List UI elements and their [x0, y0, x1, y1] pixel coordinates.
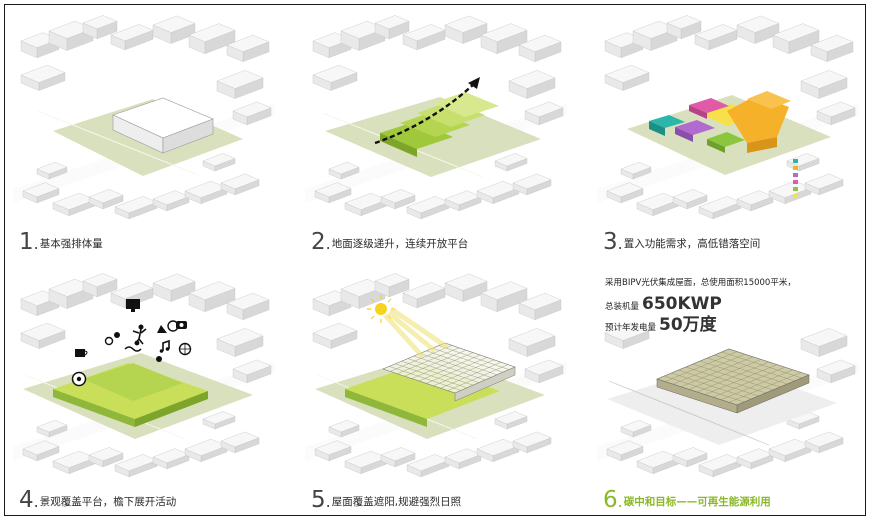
step-caption-3: 3 . 置入功能需求，高低错落空间: [603, 229, 761, 255]
diagram-frame: 1 . 基本强排体量 2 . 地面逐级递升，连续开放平台: [4, 4, 866, 516]
capacity-label: 总装机量: [605, 302, 640, 312]
step-caption-4: 4 . 景观覆盖平台，檐下展开活动: [19, 487, 177, 513]
sun-rays: [383, 306, 449, 359]
step-caption-text: 置入功能需求，高低错落空间: [623, 238, 761, 250]
step-caption-1: 1 . 基本强排体量: [19, 229, 103, 255]
cycling-icon: [104, 332, 120, 346]
music-note-icon: [159, 339, 170, 353]
shuttlecock-icon: [157, 325, 167, 333]
step-caption-text: 碳中和目标——可再生能源利用: [623, 496, 771, 508]
generation-row: 预计年发电量 50万度: [605, 315, 796, 335]
step-number: 3: [603, 229, 618, 255]
landscape-platform: [53, 363, 208, 427]
massing-scene-3: [597, 15, 859, 220]
step-caption-text: 景观覆盖平台，檐下展开活动: [39, 496, 177, 508]
pv-roof: [656, 348, 810, 414]
table-tennis-icon: [156, 356, 162, 362]
step-number: 1: [19, 229, 34, 255]
football-icon: [71, 371, 87, 387]
legend-item: [793, 157, 800, 164]
pv-note: 采用BIPV光伏集成屋面，总使用面积15000平米， 总装机量 650KWP 预…: [605, 277, 796, 335]
function-volumes: [649, 91, 791, 153]
step-caption-text: 地面逐级递升，连续开放平台: [331, 238, 469, 250]
pv-note-line: 采用BIPV光伏集成屋面，总使用面积15000平米，: [605, 278, 796, 288]
stepped-platform: [380, 92, 499, 157]
site-grid: [608, 380, 770, 446]
landscape-platform: [345, 363, 500, 427]
step-number: 4: [19, 487, 34, 513]
step-caption-6: 6 . 碳中和目标——可再生能源利用: [603, 487, 771, 513]
step-caption-text: 基本强排体量: [39, 238, 103, 250]
step-panel-5: 5 . 屋面覆盖遮阳,规避强烈日照: [305, 269, 567, 515]
legend-item: [793, 178, 800, 185]
step-panel-6: 采用BIPV光伏集成屋面，总使用面积15000平米， 总装机量 650KWP 预…: [597, 269, 859, 515]
site-grid: [37, 110, 199, 176]
generation-label: 预计年发电量: [605, 323, 657, 333]
step-caption-5: 5 . 屋面覆盖遮阳,规避强烈日照: [311, 487, 462, 513]
capacity-row: 总装机量 650KWP: [605, 294, 796, 314]
legend-item: [793, 171, 800, 178]
step-panel-3: 3 . 置入功能需求，高低错落空间: [597, 11, 859, 257]
step-panel-2: 2 . 地面逐级递升，连续开放平台: [305, 11, 567, 257]
sunshade-roof: [382, 342, 516, 402]
legend-item: [793, 192, 800, 199]
massing-scene-2: [305, 15, 567, 220]
step-caption-text: 屋面覆盖遮阳,规避强烈日照: [331, 496, 462, 508]
step-number: 5: [311, 487, 326, 513]
function-legend: [793, 157, 800, 199]
ascend-arrow: [374, 82, 476, 145]
step-caption-2: 2 . 地面逐级递升，连续开放平台: [311, 229, 469, 255]
camera-icon: [176, 321, 187, 329]
step-panel-4: 4 . 景观覆盖平台，檐下展开活动: [13, 269, 275, 515]
legend-item: [793, 185, 800, 192]
legend-item: [793, 164, 800, 171]
dance-icon: [132, 324, 147, 345]
generation-value: 50万度: [659, 315, 717, 335]
massing-scene-6: [597, 322, 859, 478]
arrow-head-icon: [468, 77, 480, 89]
coffee-icon: [75, 349, 88, 357]
step-number: 6: [603, 487, 618, 513]
massing-scene-4: [13, 273, 275, 478]
step-number: 2: [311, 229, 326, 255]
swimming-icon: [124, 340, 142, 352]
step-panel-1: 1 . 基本强排体量: [13, 11, 275, 257]
massing-block: [112, 97, 214, 154]
activity-icons: [71, 299, 192, 387]
capacity-value: 650KWP: [642, 294, 722, 314]
massing-scene-5: [305, 273, 567, 478]
basketball-icon: [178, 342, 192, 356]
massing-scene-1: [13, 15, 275, 220]
tv-icon: [126, 299, 140, 312]
